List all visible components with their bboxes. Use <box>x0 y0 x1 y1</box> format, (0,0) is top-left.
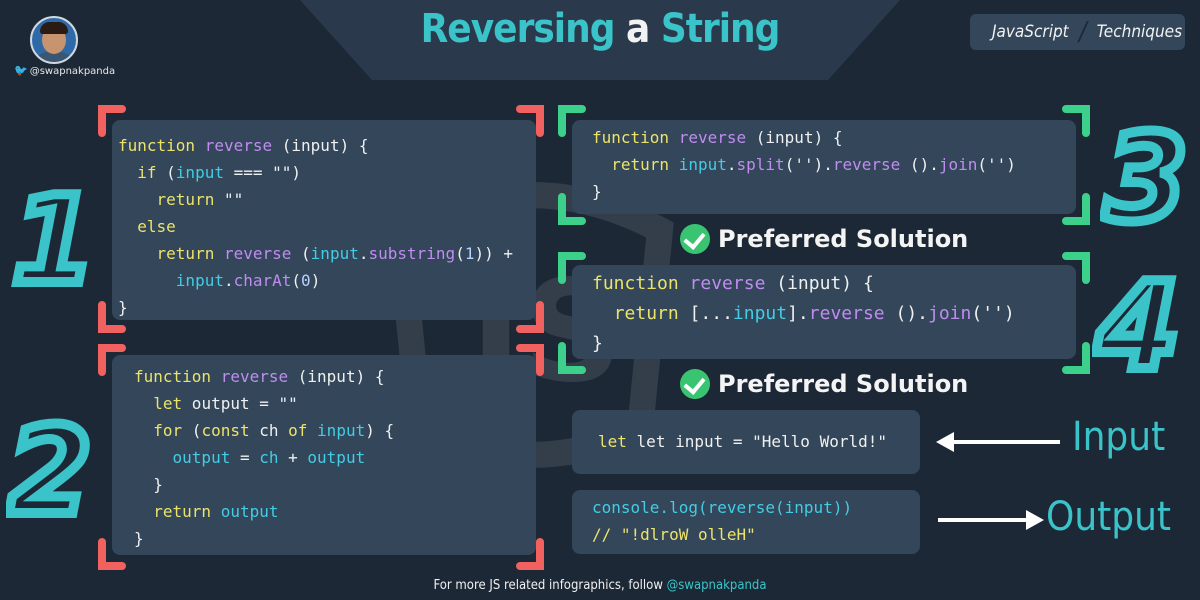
title-word-string: String <box>660 6 781 52</box>
footer: For more JS related infographics, follow… <box>0 578 1200 593</box>
code-line: input.charAt(0) <box>175 271 321 290</box>
code-line: function reverse (input) { <box>118 136 369 155</box>
solution-2-code: function reverse (input) { let output = … <box>112 355 536 555</box>
solution-2-bracket <box>98 344 544 570</box>
check-circle-icon <box>680 369 710 399</box>
tag-techniques: Techniques <box>1096 22 1183 42</box>
output-arrow <box>938 518 1028 522</box>
svg-text:2: 2 <box>8 403 92 535</box>
output-code-card: console.log(reverse(input)) // "!dlroW o… <box>572 490 920 554</box>
topic-tags: JavaScript / Techniques <box>970 14 1185 50</box>
tag-divider: / <box>1076 17 1090 47</box>
solution-4-number: 4 <box>1092 258 1185 398</box>
arrow-left-icon <box>936 432 954 452</box>
solution-1-number: 1 <box>8 170 88 310</box>
code-line: output = ch + output <box>172 448 366 467</box>
solution-3-code: function reverse (input) { return input.… <box>572 120 1076 214</box>
code-line: else <box>137 217 176 236</box>
code-line: return [...input].reverse ().join('') <box>613 303 1015 324</box>
solution-4-preferred-badge: Preferred Solution <box>680 369 968 399</box>
svg-text:1: 1 <box>12 172 88 310</box>
output-code-line-1: console.log(reverse(input)) <box>592 498 853 517</box>
page-title: Reversing a String <box>0 6 1200 52</box>
footer-handle: @swapnakpanda <box>666 578 767 593</box>
code-line: return "" <box>156 190 244 209</box>
code-line: return input.split('').reverse ().join('… <box>611 155 1016 174</box>
code-line: let output = "" <box>153 394 298 413</box>
author-handle: 🐦@swapnakpanda <box>14 64 115 77</box>
arrow-right-icon <box>1026 510 1044 530</box>
solution-3-bracket <box>558 105 1090 225</box>
twitter-bird-icon: 🐦 <box>14 64 28 77</box>
code-line: } <box>134 529 144 548</box>
footer-text: For more JS related infographics, follow <box>433 578 663 593</box>
solution-4-bracket <box>558 252 1090 374</box>
output-code-line-2: // "!dlroW olleH" <box>592 525 756 544</box>
input-label: Input <box>1072 414 1166 460</box>
input-arrow <box>950 440 1060 444</box>
code-line: } <box>134 475 163 494</box>
solution-4-code: function reverse (input) { return [...in… <box>572 265 1076 359</box>
code-line: } <box>592 182 602 201</box>
input-code-card: let let input = "Hello World!" <box>572 410 920 474</box>
solution-3-number: 3 <box>1100 110 1193 250</box>
preferred-label: Preferred Solution <box>718 370 969 398</box>
tag-javascript: JavaScript <box>992 22 1069 42</box>
solution-3-preferred-badge: Preferred Solution <box>680 224 968 254</box>
check-circle-icon <box>680 224 710 254</box>
code-line: if (input === "") <box>137 163 302 182</box>
title-word-a: a <box>626 6 650 52</box>
code-line: for (const ch of input) { <box>153 421 395 440</box>
solution-1-code: function reverse (input) { if (input ===… <box>112 120 536 320</box>
author-avatar <box>30 16 78 64</box>
author-handle-text: @swapnakpanda <box>29 66 116 77</box>
input-code-text: let input = "Hello World!" <box>636 432 887 451</box>
svg-text:3: 3 <box>1104 110 1188 249</box>
title-word-reversing: Reversing <box>420 6 616 52</box>
svg-text:4: 4 <box>1095 258 1180 397</box>
code-line: } <box>592 333 603 354</box>
input-code-line: let let input = "Hello World!" <box>598 432 887 451</box>
solution-1-bracket <box>98 105 544 333</box>
solution-2-number: 2 <box>6 398 96 535</box>
code-line: function reverse (input) { <box>592 273 874 294</box>
code-line: function reverse (input) { <box>134 367 385 386</box>
code-line: } <box>118 298 128 317</box>
preferred-label: Preferred Solution <box>718 225 969 253</box>
title-band <box>300 0 900 80</box>
code-line: return reverse (input.substring(1)) + <box>156 244 513 263</box>
code-line: return output <box>153 502 279 521</box>
code-line: function reverse (input) { <box>592 128 843 147</box>
output-label: Output <box>1046 494 1171 540</box>
